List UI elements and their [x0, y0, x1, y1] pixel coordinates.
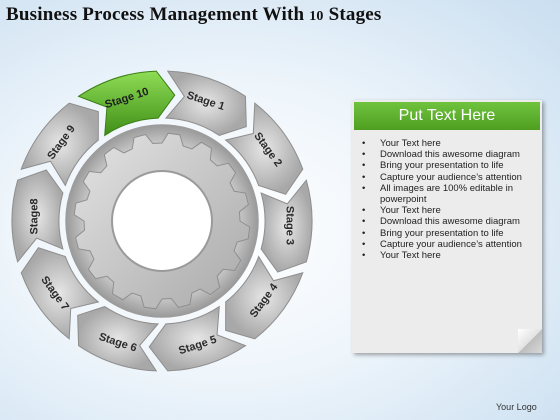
logo-text: Your Logo: [496, 402, 537, 412]
stage-segment-5: [148, 305, 247, 372]
stage-segment-1: [164, 70, 247, 136]
page-title: Business Process Management With 10 Stag…: [6, 4, 382, 26]
page-curl-icon: [518, 329, 542, 353]
title-main: Business Process Management With: [6, 4, 310, 25]
panel-bullet-list: Your Text here Download this awesome dia…: [358, 138, 540, 261]
stage-label-3: Stage 3: [283, 206, 295, 245]
title-tail: Stages: [323, 4, 382, 25]
panel-bullet: Capture your audience’s attention: [362, 172, 540, 183]
stage-segment-9: [20, 102, 99, 187]
gear-hole: [111, 170, 213, 272]
panel-bullet: All images are 100% editable in powerpoi…: [362, 183, 540, 205]
panel-header: Put Text Here: [354, 102, 540, 130]
panel-bullet: Your Text here: [362, 250, 540, 261]
stage-segment-6: [77, 306, 160, 372]
panel-bullet: Your Text here: [362, 138, 540, 149]
text-panel: Put Text Here Your Text here Download th…: [352, 100, 542, 353]
panel-bullet: Download this awesome diagram: [362, 216, 540, 227]
panel-bullet: Your Text here: [362, 205, 540, 216]
stage-segment-2: [224, 102, 304, 195]
stage-segment-4: [225, 255, 304, 340]
panel-bullet: Bring your presentation to life: [362, 228, 540, 239]
stage-label-8: Stage8: [29, 198, 41, 234]
panel-bullet: Download this awesome diagram: [362, 149, 540, 160]
stage-segment-10: [77, 70, 176, 137]
stage-segment-7: [20, 247, 100, 340]
stage-segment-8: [11, 169, 64, 263]
title-number: 10: [309, 9, 324, 24]
panel-bullet: Bring your presentation to life: [362, 160, 540, 171]
stage-segment-3: [260, 179, 313, 273]
panel-bullet: Capture your audience’s attention: [362, 239, 540, 250]
